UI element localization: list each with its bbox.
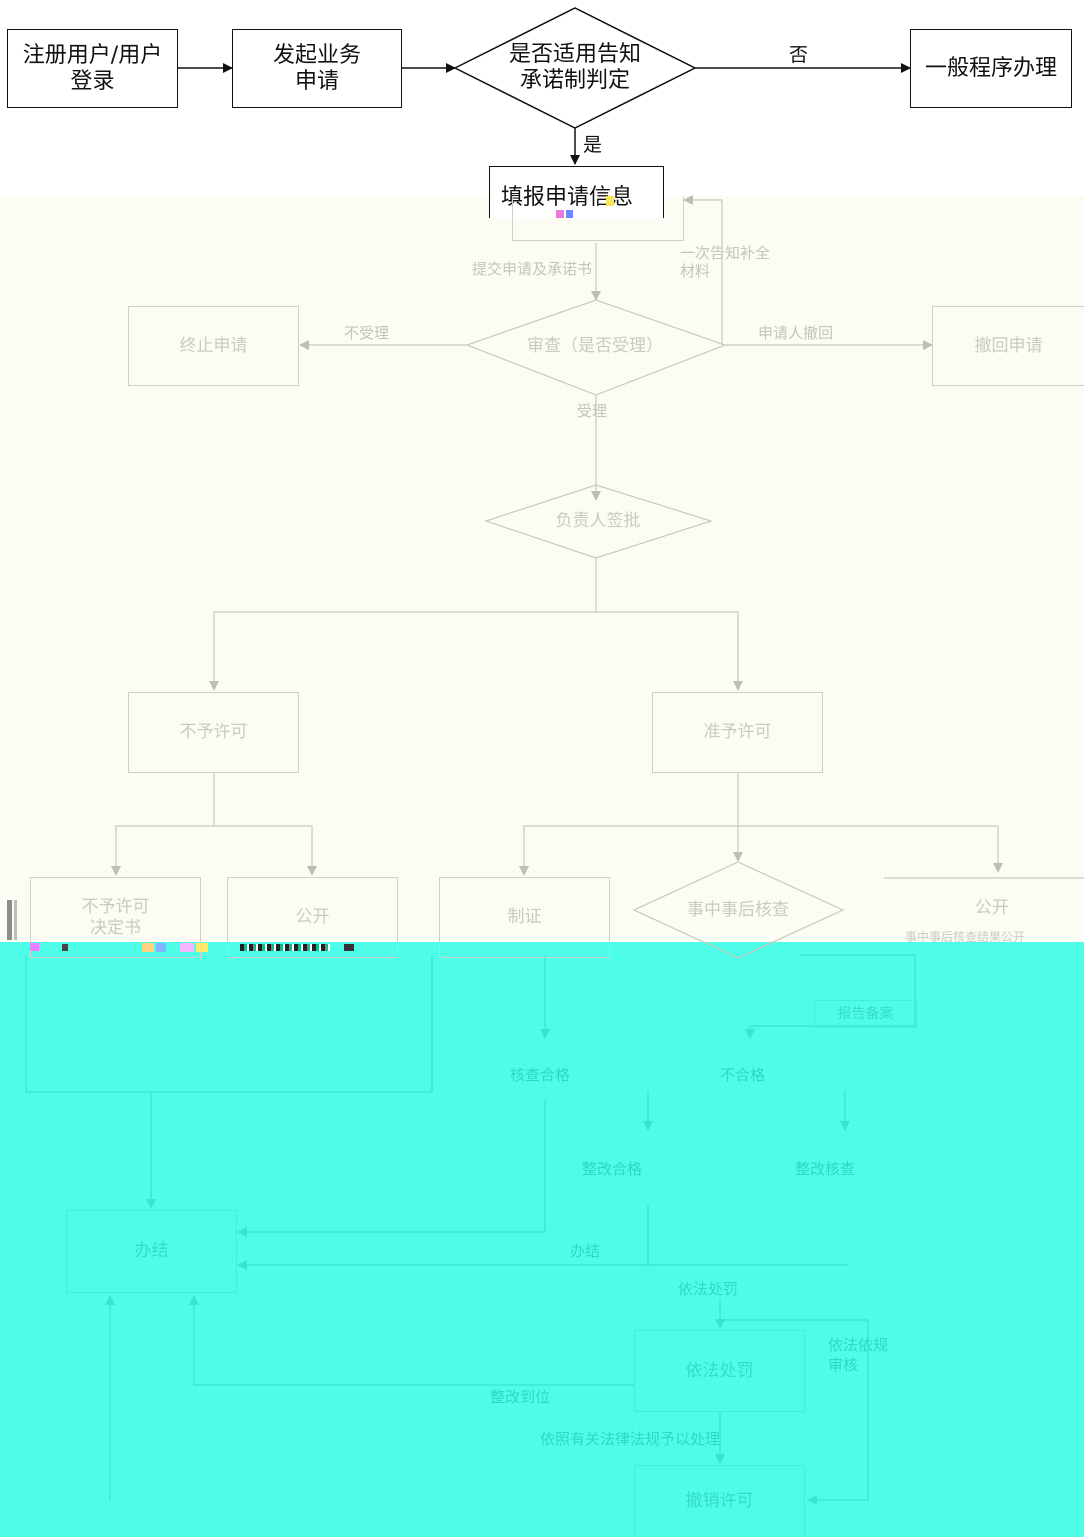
certificate-box: 制证 bbox=[439, 877, 610, 958]
correction-label: 一次告知补全 材料 bbox=[680, 244, 771, 280]
review-decision: 审查（是否受理） bbox=[527, 335, 663, 356]
no-branch-label: 否 bbox=[789, 44, 809, 66]
arrow-approval-to-grant bbox=[596, 611, 739, 690]
register-login-box: 注册用户/用户 登录 bbox=[7, 29, 178, 108]
start-application-box: 发起业务 申请 bbox=[232, 29, 402, 108]
glitch-strip bbox=[240, 944, 330, 951]
legal-handling-label: 依照有关法律法规予以处理 bbox=[540, 1430, 721, 1448]
accepted-label: 受理 bbox=[577, 402, 608, 420]
arrow-correction-loop bbox=[683, 195, 723, 345]
glitch-pixel bbox=[556, 210, 564, 218]
grant-box: 准予许可 bbox=[652, 692, 823, 773]
glitch-pixel bbox=[62, 944, 68, 951]
glitch-pixel bbox=[180, 943, 194, 952]
public-right-sub: 事中事后核查结果公开 bbox=[905, 930, 1026, 944]
faded-region bbox=[0, 196, 1084, 953]
fill-info-label: 填报申请信息 bbox=[501, 185, 634, 210]
end-box: 办结 bbox=[66, 1210, 237, 1293]
post-check-decision: 事中事后核查 bbox=[687, 899, 789, 920]
terminate-box: 终止申请 bbox=[128, 306, 299, 386]
public-right-label: 公开 bbox=[975, 898, 1009, 918]
notify-commit-decision: 是否适用告知 承诺制判定 bbox=[508, 42, 641, 93]
glitch-bar bbox=[14, 900, 17, 940]
leader-approval-decision: 负责人签批 bbox=[555, 510, 641, 531]
fill-info-box-lower bbox=[512, 196, 684, 241]
cyan-overlay-region bbox=[0, 942, 1084, 1537]
report-side-label: 依法依规 审核 bbox=[828, 1336, 889, 1374]
glitch-pixel bbox=[606, 196, 614, 206]
general-procedure-box: 一般程序办理 bbox=[910, 29, 1072, 108]
withdraw-box: 撤回申请 bbox=[932, 306, 1084, 386]
arrow-deny-to-public bbox=[214, 825, 317, 876]
complete-label: 办结 bbox=[570, 1242, 601, 1260]
fill-info-box: 填报申请信息 bbox=[489, 166, 664, 218]
glitch-pixel bbox=[566, 210, 573, 218]
arrow-deny-to-decision bbox=[111, 773, 215, 876]
report-box: 报告备案 bbox=[814, 1000, 917, 1028]
fail-check-label: 不合格 bbox=[720, 1066, 766, 1084]
arrow-grant-to-public bbox=[738, 825, 1003, 873]
rectify-label: 整改到位 bbox=[490, 1388, 551, 1406]
public-left-box: 公开 bbox=[227, 877, 398, 958]
ok-check-label: 核查合格 bbox=[510, 1066, 571, 1084]
approval-diamond-shape bbox=[484, 484, 713, 559]
decision-diamond-shape bbox=[453, 7, 697, 129]
review-diamond-shape bbox=[465, 299, 727, 396]
glitch-pixel bbox=[30, 943, 39, 951]
not-accepted-label: 不受理 bbox=[344, 324, 390, 342]
rectify-check-label: 整改核查 bbox=[795, 1160, 856, 1178]
yes-branch-label: 是 bbox=[583, 134, 603, 156]
glitch-bar bbox=[7, 900, 12, 940]
glitch-pixel bbox=[196, 943, 208, 952]
deny-box: 不予许可 bbox=[128, 692, 299, 773]
glitch-pixel bbox=[142, 943, 154, 952]
check-diamond-shape bbox=[632, 861, 845, 959]
glitch-pixel bbox=[344, 944, 354, 951]
submit-commitment-label: 提交申请及承诺书 bbox=[472, 260, 593, 278]
ghost-frame bbox=[25, 955, 433, 1093]
punish-label: 依法处罚 bbox=[678, 1280, 739, 1298]
rectify-ok-label: 整改合格 bbox=[582, 1160, 643, 1178]
arrow-grant-to-cert bbox=[519, 773, 739, 876]
arrow-approval-to-deny bbox=[209, 558, 597, 691]
glitch-pixel bbox=[156, 943, 166, 952]
final-revoke-box: 撤销许可 bbox=[634, 1465, 805, 1537]
deny-decision-box: 不予许可 决定书 bbox=[30, 877, 201, 958]
withdraw-label: 申请人撤回 bbox=[758, 324, 834, 342]
punish-box: 依法处罚 bbox=[634, 1330, 805, 1412]
